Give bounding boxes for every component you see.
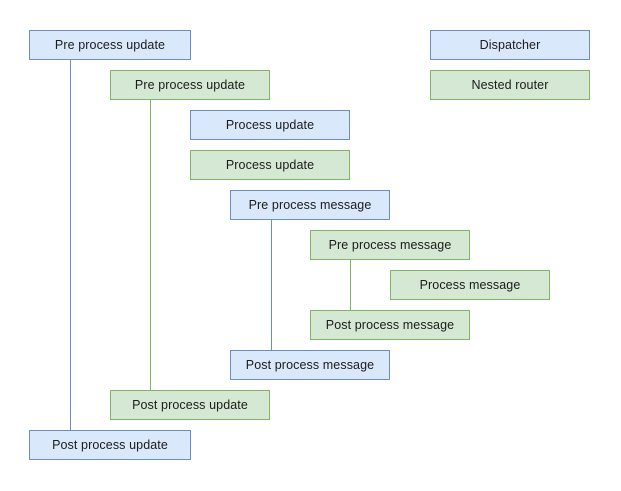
flow-node[interactable]: Post process message [310, 310, 470, 340]
flow-node[interactable]: Post process update [29, 430, 191, 460]
flow-node[interactable]: Process update [190, 110, 350, 140]
flow-node[interactable]: Post process update [110, 390, 270, 420]
flow-node[interactable]: Process message [390, 270, 550, 300]
flow-node[interactable]: Process update [190, 150, 350, 180]
flow-node[interactable]: Pre process update [110, 70, 270, 100]
legend-item[interactable]: Dispatcher [430, 30, 590, 60]
connector-router-message-span [350, 260, 351, 310]
flow-node[interactable]: Pre process message [230, 190, 390, 220]
flow-node[interactable]: Post process message [230, 350, 390, 380]
flow-node[interactable]: Pre process update [29, 30, 191, 60]
connector-dispatcher-update-span [70, 60, 71, 430]
flow-node[interactable]: Pre process message [310, 230, 470, 260]
legend-item[interactable]: Nested router [430, 70, 590, 100]
connector-router-update-span [150, 100, 151, 390]
connector-dispatcher-message-span [271, 220, 272, 350]
